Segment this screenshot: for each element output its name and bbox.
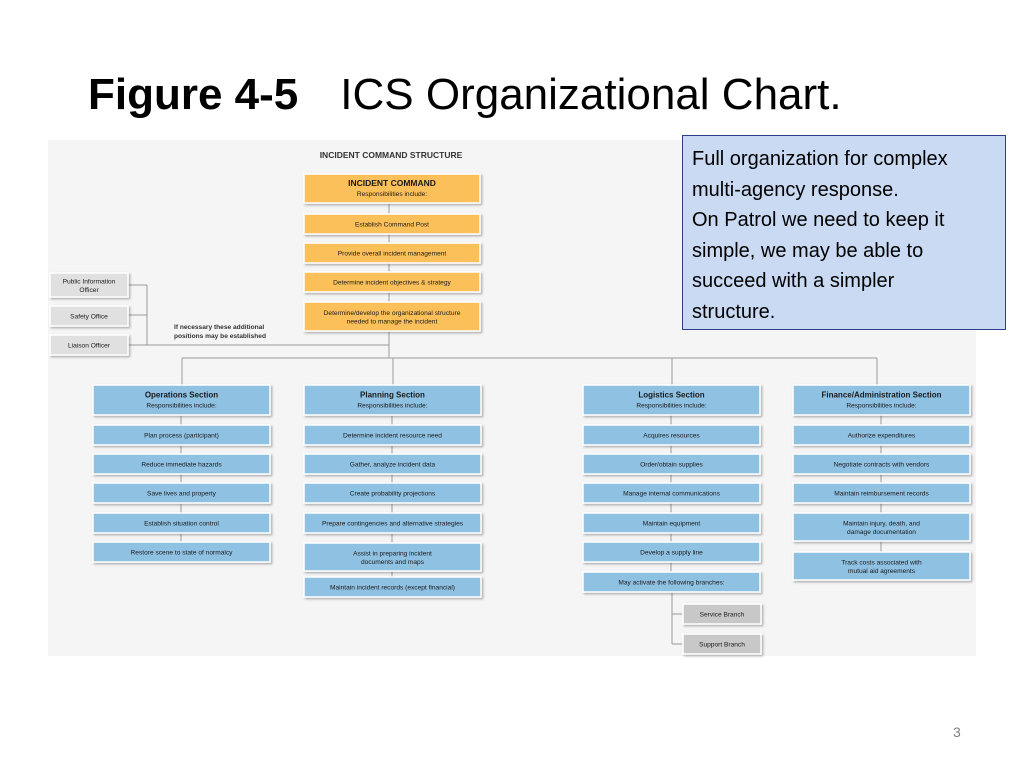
section-responsibility-box [92, 424, 271, 446]
box-label: Assist in preparing incident [353, 550, 432, 557]
box-label: Service Branch [700, 612, 745, 619]
box-label: Responsibilities include: [146, 403, 217, 410]
command-responsibility-box [303, 301, 481, 332]
box-label: Restore scene to state of normalcy [131, 550, 234, 557]
section-responsibility-box [582, 424, 761, 446]
section-responsibility-box [582, 482, 761, 504]
box-label: Track costs associated with [841, 559, 922, 566]
section-responsibility-box [792, 551, 971, 581]
section-responsibility-box [92, 541, 271, 563]
box-label: Reduce immediate hazards [141, 462, 222, 469]
box-label: documents and maps [361, 559, 425, 566]
slide-title: Figure 4-5 ICS Organizational Chart. [88, 70, 842, 120]
note-line: simple, we may be able to [692, 239, 924, 262]
box-label: Public Information [63, 278, 116, 285]
command-responsibility-box [303, 271, 481, 293]
staff-note: If necessary these additional [174, 324, 264, 331]
box-label: Acquires resources [643, 433, 700, 440]
box-label: Provide overall incident management [338, 251, 447, 258]
box-label: Maintain incident records (except financ… [330, 585, 455, 592]
section-header-box [792, 384, 971, 416]
box-label: May activate the following branches: [618, 580, 724, 587]
section-responsibility-box [582, 541, 761, 563]
box-label: mutual aid agreements [848, 568, 916, 575]
section-responsibility-box [792, 453, 971, 475]
section-responsibility-box [303, 453, 482, 475]
box-label: INCIDENT COMMAND [348, 178, 436, 188]
box-label: needed to manage the incident [347, 318, 438, 325]
box-label: Operations Section [145, 391, 218, 400]
section-responsibility-box [92, 512, 271, 534]
box-label: Determine incident resource need [343, 433, 442, 440]
box-label: Create probability projections [350, 491, 436, 498]
figure-caption: ICS Organizational Chart. [340, 70, 842, 119]
section-responsibility-box [582, 512, 761, 534]
callout-note: Full organization for complex multi-agen… [682, 135, 1006, 330]
box-label: Responsibilities include: [357, 403, 428, 410]
staff-position-box [49, 272, 129, 298]
staff-position-box [49, 305, 129, 327]
box-label: Establish situation control [144, 521, 219, 528]
box-label: Order/obtain supplies [640, 462, 703, 469]
section-responsibility-box [303, 482, 482, 504]
box-label: Develop a supply line [640, 550, 703, 557]
staff-position-box [49, 334, 129, 356]
chart-nodes: INCIDENT COMMAND STRUCTURE INCIDENT COMMA… [49, 150, 971, 655]
box-label: Maintain equipment [643, 521, 701, 528]
box-label: Save lives and property [147, 491, 217, 498]
box-label: Prepare contingencies and alternative st… [322, 521, 464, 528]
box-label: Determine/develop the organizational str… [324, 310, 461, 317]
slide-number: 3 [953, 724, 961, 740]
box-label: Liaison Officer [68, 343, 111, 350]
section-responsibility-box [303, 542, 482, 572]
box-label: Maintain reimbursement records [834, 491, 929, 498]
note-line: structure. [692, 300, 776, 323]
note-line: On Patrol we need to keep it [692, 209, 945, 231]
box-label: Gather, analyze incident data [350, 462, 436, 469]
box-label: Establish Command Post [355, 222, 429, 229]
box-label: Manage internal communications [623, 491, 720, 498]
chart-heading: INCIDENT COMMAND STRUCTURE [320, 150, 463, 160]
section-responsibility-box [303, 512, 482, 534]
section-responsibility-box [582, 453, 761, 475]
box-label: Determine incident objectives & strategy [333, 280, 451, 287]
section-responsibility-box [303, 424, 482, 446]
box-label: Support Branch [699, 642, 745, 649]
box-label: Logistics Section [638, 391, 704, 400]
box-label: Plan process (participant) [144, 433, 219, 440]
box-label: Responsibilities include: [636, 403, 707, 410]
box-label: Officer [79, 287, 99, 294]
box-label: Authorize expenditures [848, 433, 916, 440]
section-responsibility-box [792, 482, 971, 504]
incident-command-box [303, 173, 481, 204]
staff-note: positions may be established [174, 333, 266, 340]
note-line: multi-agency response. [692, 178, 899, 201]
box-label: Planning Section [360, 391, 425, 400]
section-responsibility-box [303, 576, 482, 598]
note-line: Full organization for complex [692, 148, 948, 170]
figure-label: Figure 4-5 [88, 70, 299, 119]
section-responsibility-box [92, 453, 271, 475]
box-label: Responsibilities include: [846, 403, 917, 410]
note-line: succeed with a simpler [692, 270, 895, 292]
command-responsibility-box [303, 213, 481, 235]
section-responsibility-box [792, 424, 971, 446]
section-responsibility-box [92, 482, 271, 504]
section-header-box [582, 384, 761, 416]
box-label: Maintain injury, death, and [843, 520, 920, 527]
box-label: Negotiate contracts with vendors [834, 462, 930, 469]
branch-box [682, 603, 762, 625]
box-label: Responsibilities include: [357, 191, 428, 198]
section-responsibility-box [582, 571, 761, 593]
command-responsibility-box [303, 242, 481, 264]
box-label: Safety Office [70, 314, 108, 321]
branch-box [682, 633, 762, 655]
section-header-box [303, 384, 482, 416]
section-header-box [92, 384, 271, 416]
box-label: damage documentation [847, 529, 916, 536]
section-responsibility-box [792, 512, 971, 542]
box-label: Finance/Administration Section [821, 391, 941, 400]
